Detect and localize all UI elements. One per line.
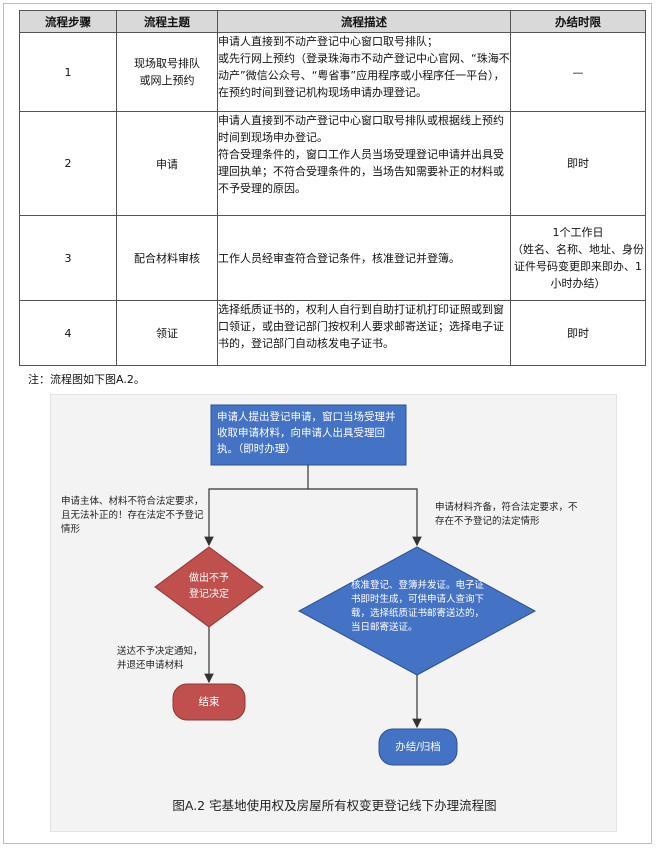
- end-node: [172, 683, 246, 721]
- table-row: 3 配合材料审核 工作人员经审查符合登记条件，核准登记并登簿。 1个工作日 （姓…: [19, 215, 646, 301]
- flowchart-graphics: [154, 404, 537, 766]
- cell-time: 即时: [510, 111, 646, 216]
- approve-diamond-text: 核准登记、登簿并发证。电子证书即时生成，可供申请人查询下载，选择纸质证书邮寄送达…: [351, 580, 485, 633]
- flowchart: 申请人提出登记申请，窗口当场受理并收取申请材料，向申请人出具受理回执。（即时办理…: [50, 394, 617, 832]
- desc-line: 选择纸质证书的，权利人自行到自助打证机打印证照或到窗口领证，或由登记部门按权利人…: [218, 303, 504, 350]
- table-row: 2 申请 申请人直接到不动产登记中心窗口取号排队或根据线上预约时间到现场申办登记…: [19, 111, 646, 216]
- header-step: 流程步骤: [19, 10, 117, 33]
- desc-line: 符合受理条件的，窗口工作人员当场受理登记申请并出具受理回执单；不符合受理条件的，…: [218, 148, 504, 195]
- cell-desc: 工作人员经审查符合登记条件，核准登记并登簿。: [217, 215, 511, 301]
- cell-topic: 领证: [116, 300, 218, 366]
- cell-desc: 申请人直接到不动产登记中心窗口取号排队； 或先行网上预约（登录珠海市不动产登记中…: [217, 32, 511, 112]
- table-row: 1 现场取号排队 或网上预约 申请人直接到不动产登记中心窗口取号排队； 或先行网…: [19, 32, 646, 112]
- table-row: 4 领证 选择纸质证书的，权利人自行到自助打证机打印证照或到窗口领证，或由登记部…: [19, 300, 646, 366]
- cell-step: 1: [19, 32, 117, 112]
- table-header-row: 流程步骤 流程主题 流程描述 办结时限: [19, 10, 646, 33]
- end-node-text: 结束: [198, 696, 220, 708]
- left-condition-text: 申请主体、材料不符合法定要求，且无法补正的！存在法定不予登记情形: [61, 496, 204, 535]
- cell-desc: 选择纸质证书的，权利人自行到自助打证机打印证照或到窗口领证，或由登记部门按权利人…: [217, 300, 511, 366]
- arrow-to-reject: [204, 465, 309, 547]
- start-box: [210, 404, 407, 466]
- cell-topic: 现场取号排队 或网上预约: [116, 32, 218, 112]
- figure-caption: 图A.2 宅基地使用权及房屋所有权变更登记线下办理流程图: [172, 798, 497, 813]
- cell-step: 3: [19, 215, 117, 301]
- finish-node: [378, 728, 458, 766]
- header-time: 办结时限: [510, 10, 646, 33]
- arrow-to-approve: [308, 488, 422, 547]
- table-note: 注：流程图如下图A.2。: [28, 373, 145, 386]
- cell-time: 即时: [510, 300, 646, 366]
- cell-time: —: [510, 32, 646, 112]
- cell-step: 2: [19, 111, 117, 216]
- header-desc: 流程描述: [217, 10, 511, 33]
- reject-note-text: 送达不予决定通知，并退还申请材料: [117, 646, 203, 671]
- desc-line: 工作人员经审查符合登记条件，核准登记并登簿。: [218, 251, 460, 265]
- process-table: 流程步骤 流程主题 流程描述 办结时限 1 现场取号排队 或网上预约 申请人直接…: [19, 10, 646, 366]
- desc-line: 申请人直接到不动产登记中心窗口取号排队或根据线上预约时间到现场申办登记。: [218, 114, 504, 144]
- cell-topic: 配合材料审核: [116, 215, 218, 301]
- right-condition-text: 申请材料齐备，符合法定要求，不存在不予登记的法定情形: [435, 502, 578, 527]
- desc-line: 或先行网上预约（登录珠海市不动产登记中心官网、“珠海不动产”微信公众号、“粤省事…: [218, 52, 510, 99]
- finish-node-text: 办结/归档: [395, 741, 441, 753]
- desc-line: 申请人直接到不动产登记中心窗口取号排队；: [218, 35, 438, 48]
- cell-time: 1个工作日 （姓名、名称、地址、身份证件号码变更即来即办、1小时办结）: [510, 215, 646, 301]
- cell-step: 4: [19, 300, 117, 366]
- cell-topic: 申请: [116, 111, 218, 216]
- reject-diamond-text: 做出不予登记决定: [189, 573, 229, 600]
- document-page: 流程步骤 流程主题 流程描述 办结时限 1 现场取号排队 或网上预约 申请人直接…: [3, 3, 652, 844]
- cell-desc: 申请人直接到不动产登记中心窗口取号排队或根据线上预约时间到现场申办登记。 符合受…: [217, 111, 511, 216]
- start-box-text: 申请人提出登记申请，窗口当场受理并收取申请材料，向申请人出具受理回执。（即时办理…: [217, 411, 396, 455]
- header-topic: 流程主题: [116, 10, 218, 33]
